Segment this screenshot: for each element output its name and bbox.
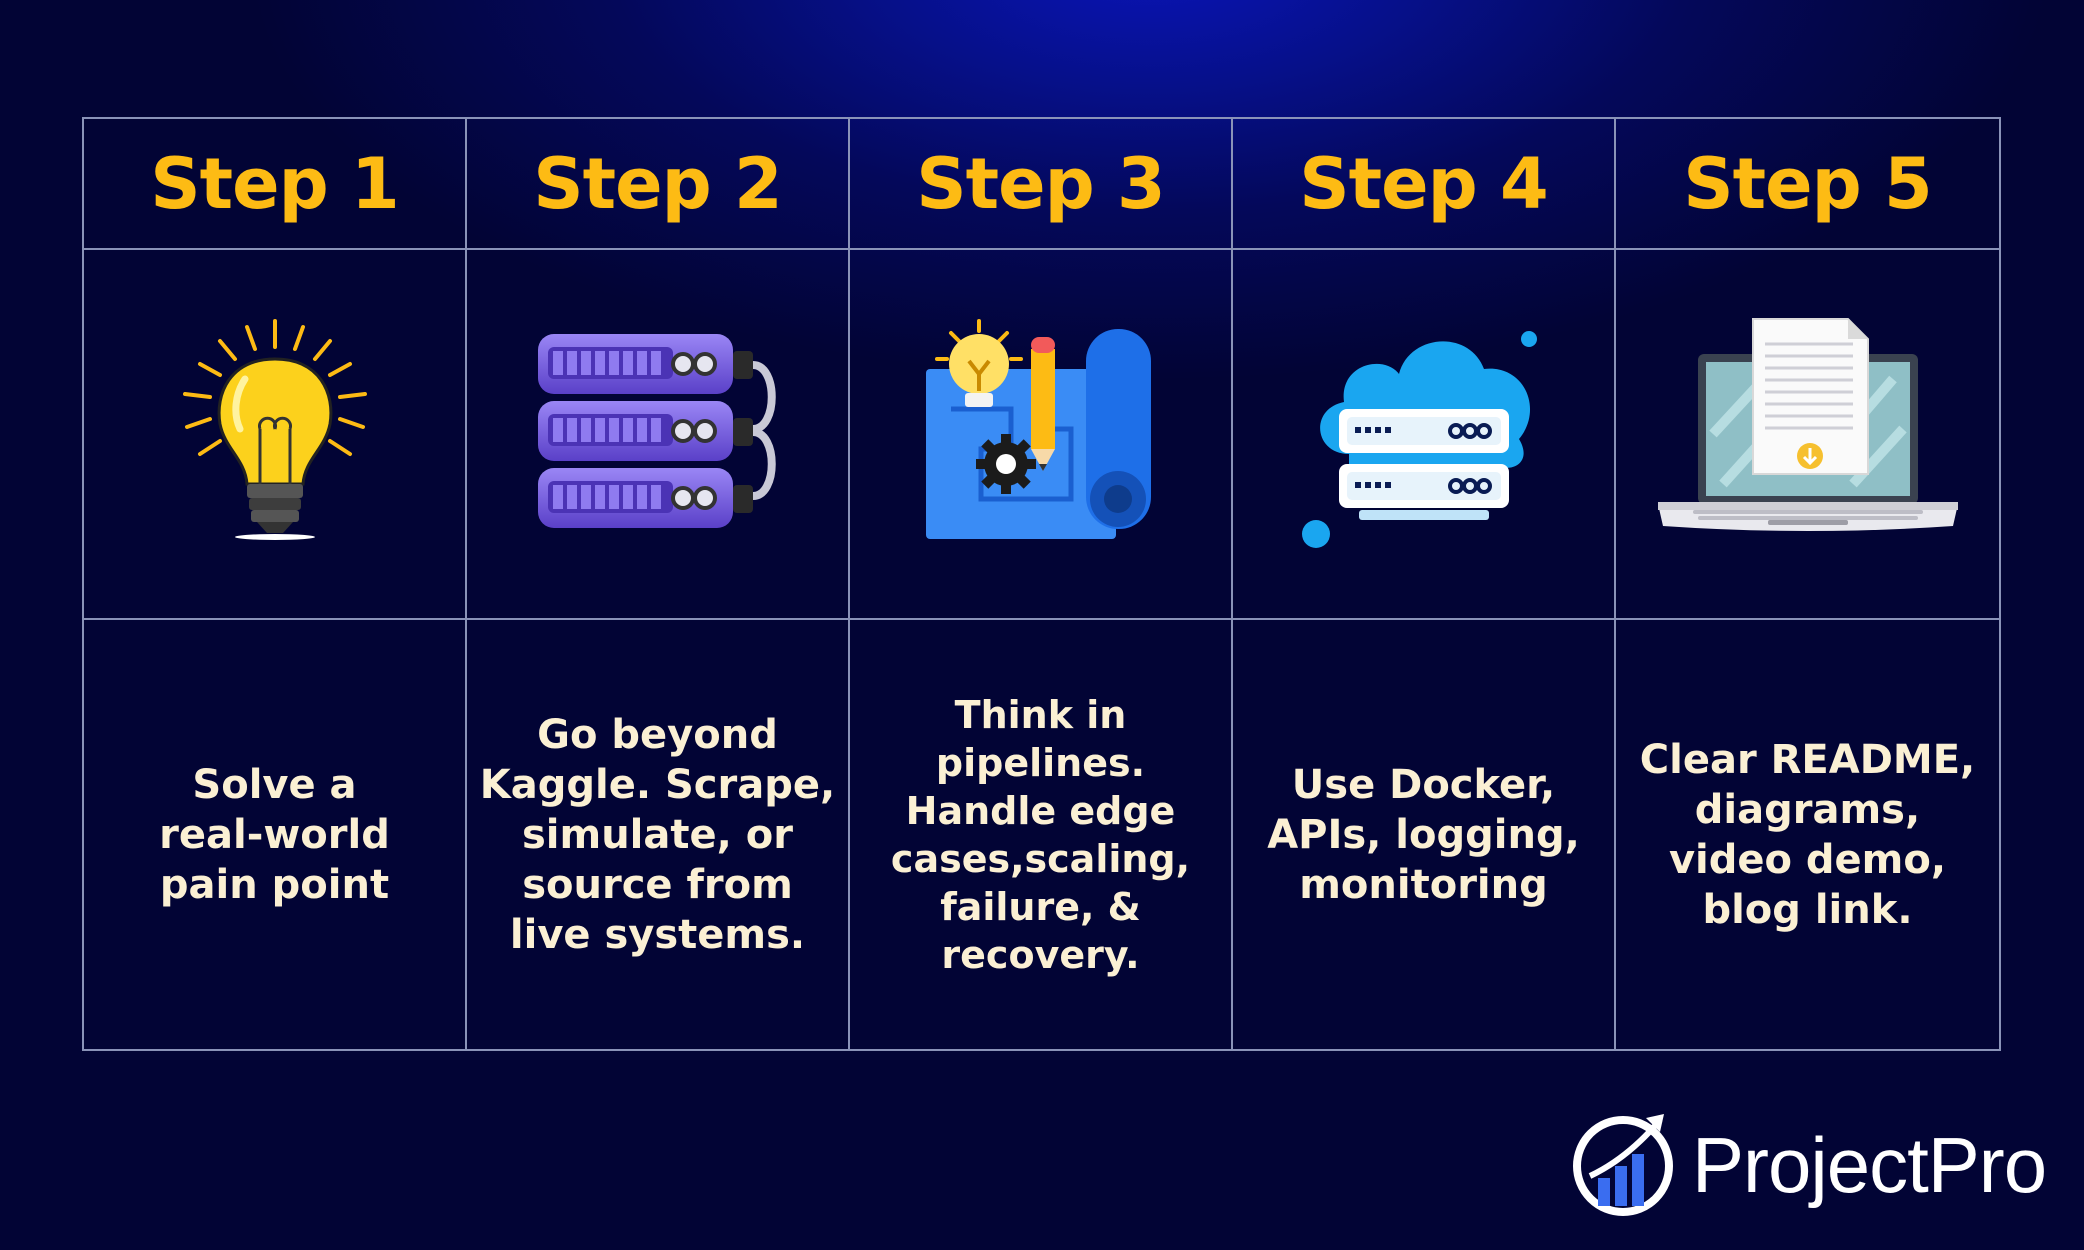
step-4-icon-cell <box>1233 250 1616 620</box>
step-1-icon-cell <box>84 250 467 620</box>
step-1-header-cell: Step 1 <box>84 119 467 250</box>
step-2-description: Go beyond Kaggle. Scrape, simulate, or s… <box>479 711 836 958</box>
step-3-title: Step 3 <box>916 142 1166 225</box>
steps-table: Step 1 Step 2 Step 3 Step 4 Step 5 <box>82 117 2001 1051</box>
growth-chart-logo-icon <box>1568 1108 1678 1222</box>
brand-logo: ProjectPro <box>1568 1108 2047 1222</box>
step-4-description: Use Docker, APIs, logging, monitoring <box>1267 761 1580 908</box>
step-3-description-cell: Think in pipelines. Handle edge cases,sc… <box>850 620 1233 1049</box>
step-4-title: Step 4 <box>1299 142 1549 225</box>
step-4-description-cell: Use Docker, APIs, logging, monitoring <box>1233 620 1616 1049</box>
step-3-description: Think in pipelines. Handle edge cases,sc… <box>890 692 1191 977</box>
step-1-description-cell: Solve a real-world pain point <box>84 620 467 1049</box>
step-5-description: Clear README, diagrams, video demo, blog… <box>1639 736 1976 933</box>
step-2-icon-cell <box>467 250 850 620</box>
step-3-icon-cell <box>850 250 1233 620</box>
lightbulb-icon <box>175 319 375 549</box>
step-5-header-cell: Step 5 <box>1616 119 1999 250</box>
step-5-description-cell: Clear README, diagrams, video demo, blog… <box>1616 620 1999 1049</box>
step-2-title: Step 2 <box>533 142 783 225</box>
server-stack-icon <box>533 329 783 539</box>
blueprint-icon <box>921 319 1161 549</box>
brand-name: ProjectPro <box>1692 1120 2047 1209</box>
step-1-title: Step 1 <box>150 142 400 225</box>
step-4-header-cell: Step 4 <box>1233 119 1616 250</box>
step-1-description: Solve a real-world pain point <box>159 761 390 908</box>
step-5-title: Step 5 <box>1683 142 1933 225</box>
step-2-header-cell: Step 2 <box>467 119 850 250</box>
laptop-document-icon <box>1653 314 1963 554</box>
cloud-server-icon <box>1299 314 1549 554</box>
step-5-icon-cell <box>1616 250 1999 620</box>
step-2-description-cell: Go beyond Kaggle. Scrape, simulate, or s… <box>467 620 850 1049</box>
step-3-header-cell: Step 3 <box>850 119 1233 250</box>
